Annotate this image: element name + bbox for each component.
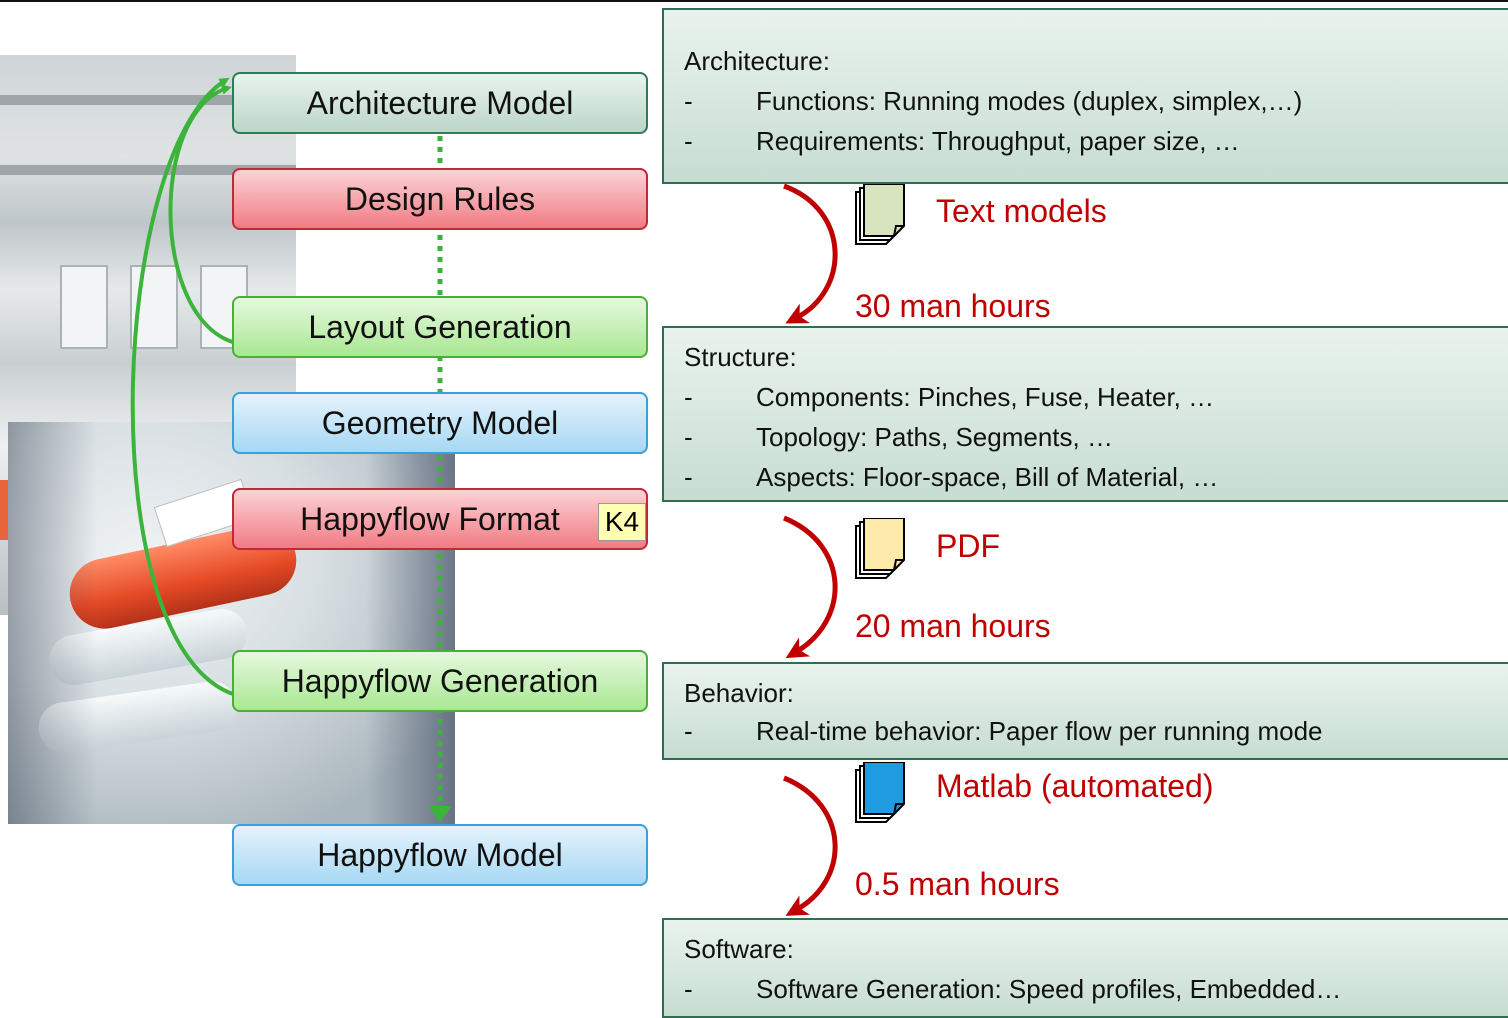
doc-fill (863, 518, 905, 571)
photo-orange-detail (0, 480, 10, 540)
node-design-rules: Design Rules (232, 168, 648, 230)
document-stack-icon (855, 518, 905, 579)
photo-ceiling-beam (0, 165, 296, 175)
transition-effort-label: 0.5 man hours (855, 866, 1060, 902)
green-feedback-arrow (168, 84, 237, 345)
node-label: Happyflow Format (300, 500, 560, 537)
transition-format-label: Matlab (automated) (936, 768, 1214, 804)
dotted-flow-arrowhead (428, 806, 452, 822)
transition-effort-label: 20 man hours (855, 608, 1051, 644)
panel-title: Behavior: (684, 678, 794, 708)
node-happyflow-model: Happyflow Model (232, 824, 648, 886)
panel-item: - Requirements: Throughput, paper size, … (684, 126, 1240, 157)
panel-item: - Functions: Running modes (duplex, simpl… (684, 86, 1302, 117)
panel-title: Structure: (684, 342, 797, 372)
bullet-dash: - (684, 382, 693, 412)
doc-fill (863, 184, 905, 237)
transition-effort-label: 30 man hours (855, 288, 1051, 324)
photo-window (60, 265, 108, 349)
node-label: Geometry Model (321, 404, 559, 441)
red-transition-arrow (783, 515, 838, 659)
panel-item: - Software Generation: Speed profiles, Em… (684, 974, 1341, 1005)
panel-behavior: Behavior: - Real-time behavior: Paper flo… (662, 662, 1508, 760)
item-text: Software Generation: Speed profiles, Emb… (756, 974, 1342, 1004)
bullet-dash: - (684, 716, 693, 746)
red-transition-arrow (783, 183, 838, 324)
document-stack-icon (855, 184, 905, 245)
panel-architecture: Architecture: - Functions: Running modes … (662, 8, 1508, 184)
item-text: Aspects: Floor-space, Bill of Material, … (756, 462, 1219, 492)
bullet-dash: - (684, 422, 693, 452)
panel-item: - Aspects: Floor-space, Bill of Material,… (684, 462, 1218, 493)
panel-item: - Topology: Paths, Segments, … (684, 422, 1113, 453)
panel-item: - Components: Pinches, Fuse, Heater, … (684, 382, 1214, 413)
document-stack-icon (855, 762, 905, 823)
bullet-dash: - (684, 974, 693, 1004)
transition-format-label: Text models (936, 193, 1107, 229)
node-happyflow-format: Happyflow Format (232, 488, 648, 550)
panel-title: Software: (684, 934, 794, 964)
node-label: Layout Generation (308, 308, 572, 345)
node-geometry-model: Geometry Model (232, 392, 648, 454)
bullet-dash: - (684, 126, 693, 156)
node-label: Happyflow Generation (281, 662, 599, 699)
node-label: Design Rules (344, 180, 536, 217)
doc-fill (863, 762, 905, 815)
transition-format-label: PDF (936, 528, 1000, 564)
node-architecture-model: Architecture Model (232, 72, 648, 134)
item-text: Components: Pinches, Fuse, Heater, … (756, 382, 1215, 412)
red-transition-arrow (783, 775, 838, 916)
panel-software: Software: - Software Generation: Speed pr… (662, 918, 1508, 1018)
printer-machine-photo (8, 422, 455, 824)
panel-item: - Real-time behavior: Paper flow per runn… (684, 716, 1323, 747)
node-label: Architecture Model (306, 84, 574, 121)
node-label: Happyflow Model (317, 836, 563, 873)
panel-structure: Structure: - Components: Pinches, Fuse, H… (662, 326, 1508, 502)
bullet-dash: - (684, 86, 693, 116)
item-text: Topology: Paths, Segments, … (756, 422, 1113, 452)
node-layout-generation: Layout Generation (232, 296, 648, 358)
item-text: Functions: Running modes (duplex, simple… (756, 86, 1303, 116)
node-happyflow-generation: Happyflow Generation (232, 650, 648, 712)
comment-marker-k4[interactable]: K4 (598, 503, 646, 541)
item-text: Real-time behavior: Paper flow per runni… (756, 716, 1323, 746)
item-text: Requirements: Throughput, paper size, … (756, 126, 1240, 156)
bullet-dash: - (684, 462, 693, 492)
green-feedback-arrow (130, 77, 237, 697)
photo-ceiling-beam (0, 95, 296, 105)
top-border-line (0, 0, 1508, 2)
panel-title: Architecture: (684, 46, 830, 76)
